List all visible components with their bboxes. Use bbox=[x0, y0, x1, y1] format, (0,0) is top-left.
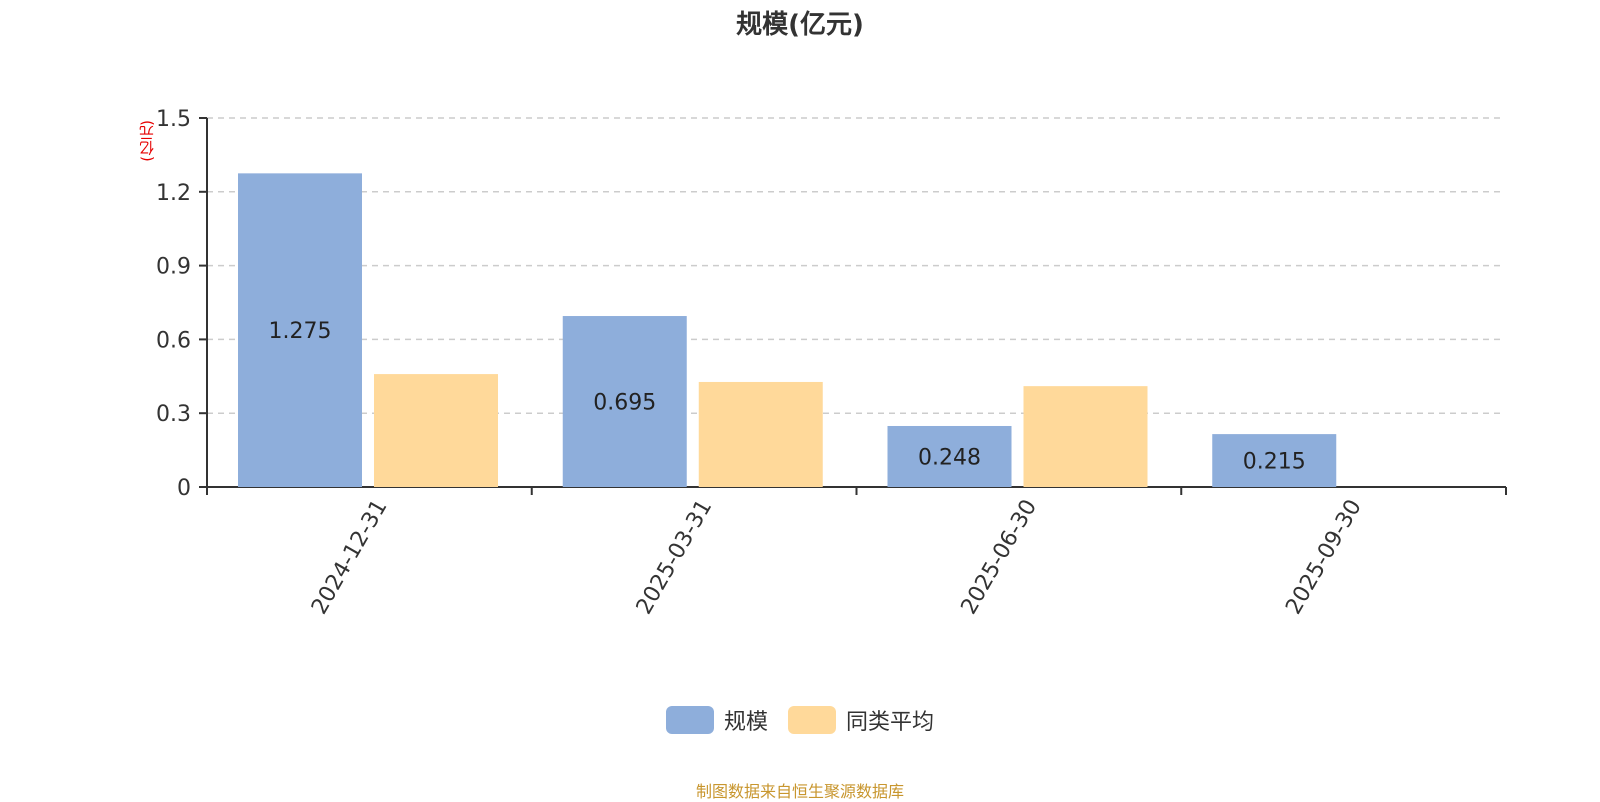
legend-item-scale[interactable]: 规模 bbox=[665, 704, 768, 736]
legend-label-peer-average: 同类平均 bbox=[846, 710, 935, 735]
y-tick-label: 0.9 bbox=[156, 255, 191, 280]
bar-scale bbox=[887, 425, 1012, 487]
x-tick-label: 2025-03-31 bbox=[632, 496, 718, 619]
x-tick-label: 2025-06-30 bbox=[956, 496, 1042, 619]
bar-peer-average bbox=[1023, 386, 1148, 487]
y-tick-label: 0.3 bbox=[156, 402, 191, 427]
bar-data-label: 0.215 bbox=[1243, 450, 1306, 475]
bar-scale bbox=[238, 173, 362, 487]
chart-title: 规模(亿元) bbox=[736, 10, 864, 40]
bar-peer-average bbox=[374, 374, 498, 487]
legend-label-scale: 规模 bbox=[723, 710, 768, 735]
y-tick-label: 0.6 bbox=[156, 328, 191, 353]
bar-data-label: 0.248 bbox=[918, 445, 981, 470]
bar-data-label: 1.275 bbox=[269, 319, 332, 344]
bar-data-label: 0.695 bbox=[593, 391, 656, 416]
legend-swatch-peer-average bbox=[788, 706, 836, 734]
x-tick-label: 2024-12-31 bbox=[307, 496, 393, 619]
data-source-note: 制图数据来自恒生聚源数据库 bbox=[695, 782, 904, 801]
bar-scale bbox=[562, 316, 687, 487]
y-tick-label: 1.5 bbox=[156, 107, 191, 132]
y-tick-label: 1.2 bbox=[156, 181, 191, 206]
legend-swatch-scale bbox=[665, 706, 714, 734]
y-tick-label: 0 bbox=[177, 476, 191, 501]
legend: 规模 同类平均 bbox=[0, 704, 1600, 736]
bar-peer-average bbox=[698, 381, 823, 487]
bar-scale bbox=[1212, 434, 1337, 487]
legend-item-peer-average[interactable]: 同类平均 bbox=[788, 704, 934, 736]
x-tick-label: 2025-09-30 bbox=[1281, 496, 1367, 619]
